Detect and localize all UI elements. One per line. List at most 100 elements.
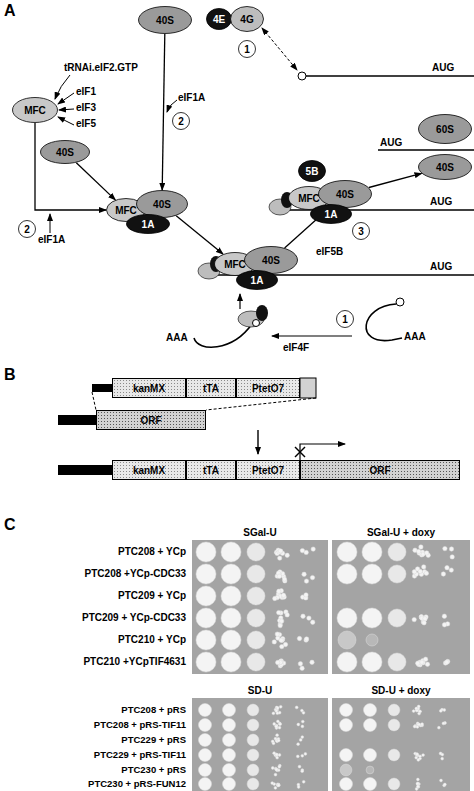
factor-shape: 1A bbox=[310, 204, 352, 224]
callout-number: 2 bbox=[172, 112, 190, 130]
colony-spot bbox=[301, 720, 304, 723]
colony-spot bbox=[274, 787, 277, 790]
medium-label: SD-U bbox=[192, 685, 328, 697]
factor-arrow bbox=[58, 93, 74, 104]
colony-spot bbox=[304, 579, 308, 583]
colony-spot bbox=[223, 778, 236, 791]
colony-spot bbox=[301, 770, 304, 773]
colony-spot bbox=[311, 620, 315, 624]
node-text: 40S bbox=[336, 189, 354, 200]
mrna-line bbox=[378, 149, 474, 151]
colony-spot bbox=[388, 609, 406, 627]
promoter-arrow bbox=[300, 444, 345, 460]
colony-spot bbox=[340, 764, 352, 776]
colony-spot bbox=[276, 707, 279, 710]
colony-spot bbox=[301, 725, 304, 728]
callout-number: 1 bbox=[336, 310, 354, 328]
colony-spot bbox=[277, 784, 280, 787]
gene-box: tTA bbox=[186, 378, 236, 398]
colony-spot bbox=[412, 710, 415, 713]
colony-spot bbox=[275, 754, 278, 757]
panel-letter: C bbox=[4, 516, 16, 534]
colony-spot bbox=[274, 773, 277, 776]
node-text: 40S bbox=[436, 162, 454, 173]
strain-label: PTC229 + pRS-TIF11 bbox=[0, 749, 186, 761]
colony-spot bbox=[307, 616, 311, 620]
node-shape bbox=[173, 113, 190, 130]
insertion-line bbox=[92, 392, 96, 410]
colony-spot bbox=[425, 662, 429, 666]
node-shape bbox=[207, 9, 232, 30]
colony-spot bbox=[280, 644, 284, 648]
colony-spot bbox=[272, 712, 275, 715]
colony-spot bbox=[438, 726, 441, 729]
medium-label: SGal-U + doxy bbox=[332, 527, 470, 539]
node-shape bbox=[245, 247, 298, 274]
colony-spot bbox=[366, 634, 378, 646]
colony-spot bbox=[298, 765, 301, 768]
colony-spot bbox=[278, 549, 282, 553]
colony-spot bbox=[424, 571, 428, 575]
node-text: 1 bbox=[342, 314, 348, 325]
colony-spot bbox=[275, 632, 279, 636]
colony-spot bbox=[300, 666, 304, 670]
colony-spot bbox=[223, 704, 236, 717]
mrna-loop bbox=[366, 304, 402, 341]
node-shape bbox=[41, 141, 90, 164]
colony-spot bbox=[296, 755, 299, 758]
medium-label: SD-U + doxy bbox=[332, 685, 470, 697]
node-text: 1A bbox=[325, 209, 338, 220]
strain-label: PTC209 + YCp-CDC33 bbox=[0, 612, 186, 624]
colony-spot bbox=[277, 784, 280, 787]
colony-spots bbox=[196, 542, 454, 791]
strain-label: PTC209 + YCp bbox=[0, 590, 186, 602]
node-text: PtetO7 bbox=[252, 465, 284, 476]
colony-spot bbox=[338, 631, 356, 649]
strain-label: PTC230 + pRS-FUN12 bbox=[0, 778, 186, 790]
node-shape bbox=[137, 191, 188, 218]
codon-label: AUG bbox=[380, 137, 402, 149]
colony-spot bbox=[196, 652, 216, 672]
colony-spot bbox=[223, 719, 236, 732]
panel-letter: A bbox=[4, 2, 16, 20]
flank-bar bbox=[58, 465, 112, 475]
colony-spot bbox=[271, 767, 274, 770]
colony-spot bbox=[221, 608, 241, 628]
node-text: 1 bbox=[244, 44, 250, 55]
colony-spot bbox=[196, 586, 216, 606]
colony-spot bbox=[413, 725, 416, 728]
strain-label: PTC210 +YCpTIF4631 bbox=[0, 656, 186, 668]
factor-label: eIF5B bbox=[316, 246, 343, 258]
colony-spot bbox=[421, 723, 424, 726]
colony-spot bbox=[281, 593, 285, 597]
colony-spot bbox=[422, 754, 425, 757]
colony-spot bbox=[277, 783, 280, 786]
colony-spot bbox=[278, 765, 281, 768]
mrna-line bbox=[272, 209, 474, 211]
colony-spot bbox=[199, 704, 212, 717]
panel-letter: B bbox=[4, 366, 16, 384]
factor-label: eIF1A bbox=[38, 234, 65, 246]
node-text: MFC bbox=[298, 193, 320, 204]
pathway-arrow bbox=[369, 173, 422, 187]
colony-spot bbox=[279, 705, 282, 708]
factor-label: eIF4F bbox=[283, 342, 309, 354]
mrna-cap bbox=[253, 320, 260, 327]
colony-spot bbox=[441, 753, 444, 756]
mrna-loop bbox=[194, 324, 252, 347]
colony-spot bbox=[275, 768, 278, 771]
colony-spot bbox=[423, 617, 427, 621]
colony-spot bbox=[340, 749, 353, 762]
colony-spot bbox=[304, 753, 307, 756]
factor-shape: 1A bbox=[126, 214, 170, 234]
colony-spot bbox=[446, 659, 450, 663]
colony-spot bbox=[285, 553, 289, 557]
codon-label: AUG bbox=[430, 196, 452, 208]
colony-spot bbox=[416, 726, 419, 729]
colony-spot bbox=[443, 546, 447, 550]
polya-label: AAA bbox=[404, 331, 426, 343]
colony-spot bbox=[418, 569, 422, 573]
colony-spot bbox=[223, 764, 236, 777]
colony-spot bbox=[277, 784, 280, 787]
colony-spot bbox=[278, 556, 282, 560]
